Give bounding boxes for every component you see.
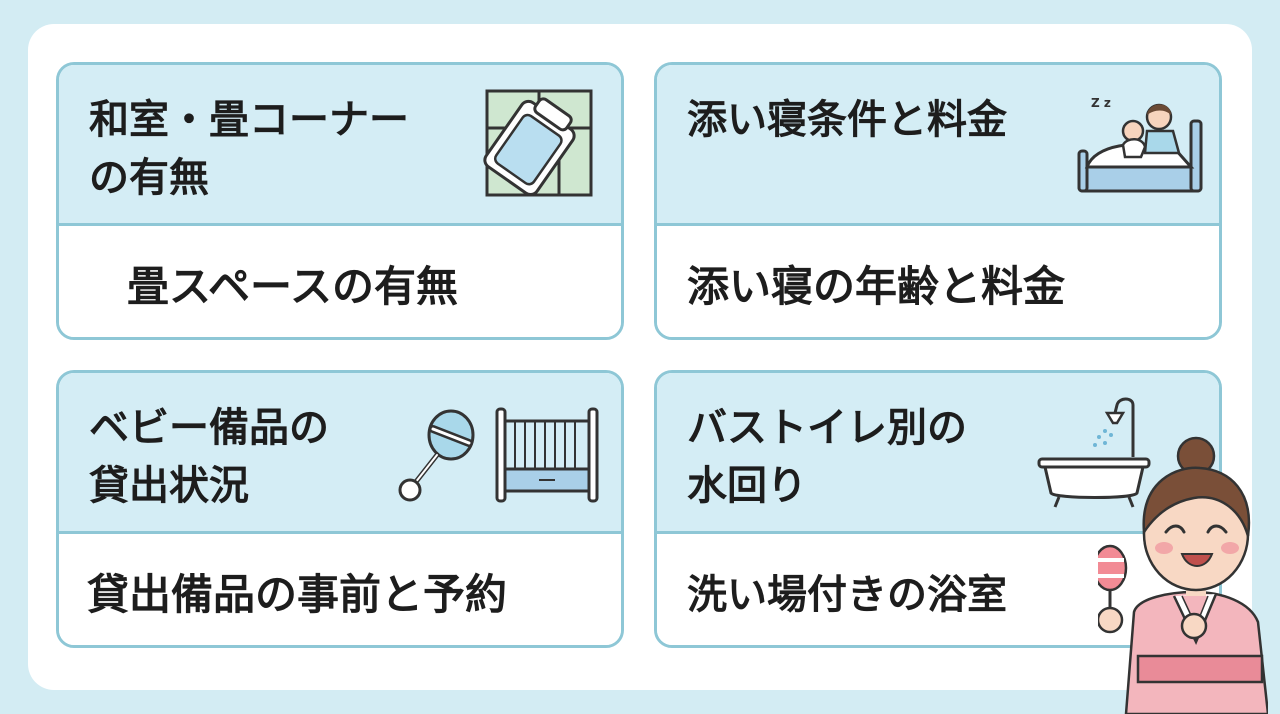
card-header: バストイレ別の 水回り <box>657 373 1219 531</box>
woman-with-rattle-illustration <box>1098 436 1268 714</box>
card-header: 和室・畳コーナー の有無 <box>59 65 621 223</box>
card-body: 洗い場付きの浴室 <box>657 531 1219 645</box>
shower-bathtub-icon <box>1037 397 1151 508</box>
card-description: 添い寝の年齢と料金 <box>687 262 1066 311</box>
card-header: ベビー備品の 貸出状況 <box>59 373 621 531</box>
card-title: 添い寝条件と料金 <box>687 97 1007 143</box>
cosleeping-bed-icon: Z z <box>1077 96 1203 193</box>
card-body: 貸出備品の事前と予約 <box>59 531 621 645</box>
card-bath: バストイレ別の 水回り 洗い場付きの浴室 <box>654 370 1222 648</box>
svg-text:Z z: Z z <box>1091 96 1111 110</box>
rattle-icon <box>398 409 475 502</box>
card-header: 添い寝条件と料金 Z z <box>657 65 1219 223</box>
card-baby-items: ベビー備品の 貸出状況 貸出備品の事前と予約 <box>56 370 624 648</box>
card-title: 和室・畳コーナー の有無 <box>89 97 409 201</box>
card-title: ベビー備品の 貸出状況 <box>89 405 329 509</box>
card-title: バストイレ別の 水回り <box>687 405 967 509</box>
card-description: 貸出備品の事前と予約 <box>87 570 508 619</box>
card-description: 畳スペースの有無 <box>127 262 458 311</box>
card-cosleeping: 添い寝条件と料金 Z z 添い寝の年齢と料金 <box>654 62 1222 340</box>
card-body: 添い寝の年齢と料金 <box>657 223 1219 337</box>
card-description: 洗い場付きの浴室 <box>687 572 1007 618</box>
card-tatami: 和室・畳コーナー の有無 畳スペースの有無 <box>56 62 624 340</box>
card-body: 畳スペースの有無 <box>59 223 621 337</box>
tatami-futon-icon <box>483 89 593 197</box>
crib-icon <box>495 407 599 503</box>
